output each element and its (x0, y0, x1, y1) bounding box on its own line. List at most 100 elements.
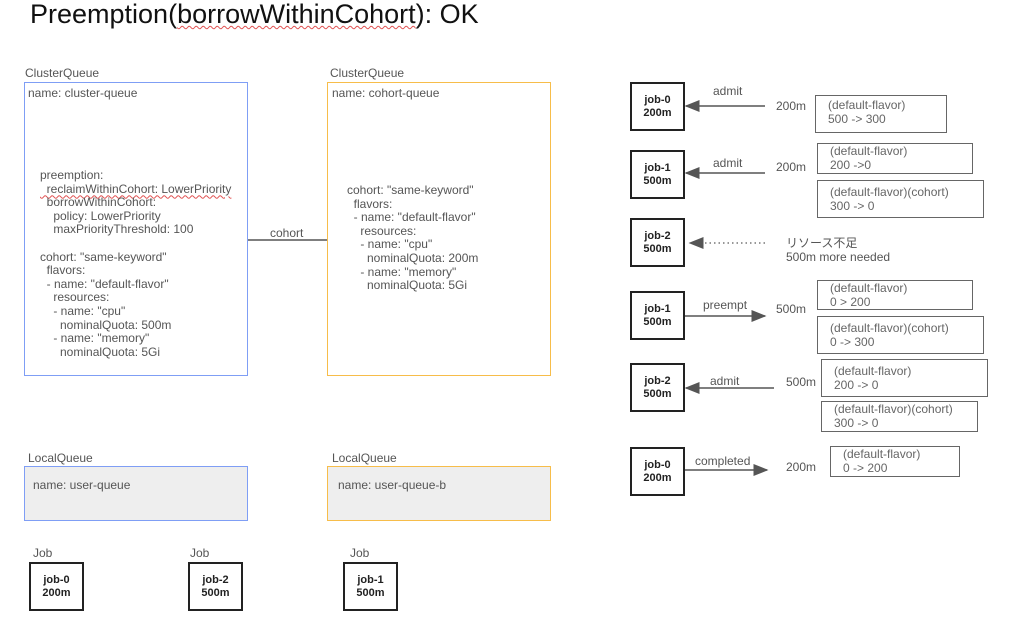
spec-line: cohort: "same-keyword" (40, 249, 167, 264)
spec-line: - name: "default-flavor" (347, 210, 476, 225)
quota-state: (default-flavor)200 -> 0 (821, 359, 988, 397)
job-name: job-0 (644, 458, 671, 471)
job-label: Job (190, 546, 210, 560)
quota-state: (default-flavor)(cohort)0 -> 300 (817, 316, 984, 354)
action-label: admit (713, 156, 743, 170)
spec-line: - name: "cpu" (40, 303, 126, 318)
state-value: 300 -> 0 (834, 416, 879, 430)
spec-line: flavors: (347, 196, 393, 211)
quota-state: (default-flavor)(cohort)300 -> 0 (821, 401, 978, 432)
amount-label: 200m (776, 160, 807, 174)
spec-line: flavors: (40, 263, 86, 278)
cluster-queue-spec: preemption: reclaimWithinCohort: LowerPr… (40, 168, 232, 359)
state-title: (default-flavor) (843, 447, 921, 461)
local-queue-user-queue[interactable]: name: user-queue (24, 466, 248, 521)
state-title: (default-flavor) (830, 144, 908, 158)
spec-line: nominalQuota: 5Gi (40, 344, 161, 359)
state-value: 0 -> 200 (843, 461, 888, 475)
local-queue-user-queue-b[interactable]: name: user-queue-b (327, 466, 551, 521)
job-label: Job (33, 546, 53, 560)
amount-label: 500m (776, 302, 807, 316)
spec-line: preemption: (40, 168, 104, 182)
spec-line: reclaimWithinCohort: LowerPriority (40, 181, 232, 196)
state-title: (default-flavor) (828, 98, 906, 112)
cohort-queue-spec: cohort: "same-keyword" flavors: - name: … (347, 183, 478, 293)
job-label: Job (350, 546, 370, 560)
state-value: 0 -> 300 (830, 335, 875, 349)
state-value: 200 ->0 (830, 158, 872, 172)
job-name: job-1 (644, 302, 671, 315)
state-title: (default-flavor)(cohort) (834, 402, 953, 416)
quota-state: (default-flavor)0 > 200 (817, 280, 973, 310)
state-title: (default-flavor)(cohort) (830, 185, 949, 199)
quota-state: (default-flavor)200 ->0 (817, 143, 973, 174)
amount-label: 200m (786, 460, 817, 474)
amount-label: 500m (786, 375, 817, 389)
state-value: 200 -> 0 (834, 378, 879, 392)
spec-line: - name: "memory" (347, 264, 457, 279)
action-label: admit (710, 374, 740, 388)
job-cpu: 500m (643, 387, 672, 400)
spec-line: resources: (40, 290, 110, 305)
state-value: 300 -> 0 (830, 199, 875, 213)
action-label: admit (713, 84, 743, 98)
action-label: completed (695, 454, 751, 468)
amount-label: 200m (776, 99, 807, 113)
spec-line (40, 237, 231, 251)
cluster-queue-box[interactable]: name: cluster-queue preemption: reclaimW… (24, 82, 248, 376)
spec-line: policy: LowerPriority (40, 208, 161, 223)
title-prefix: Preemption( (30, 0, 178, 29)
quota-state: (default-flavor)500 -> 300 (815, 95, 947, 133)
job-cpu: 200m (42, 586, 71, 599)
local-queue-name: name: user-queue-b (338, 478, 447, 492)
state-value: 500 -> 300 (828, 112, 886, 126)
job-name: job-0 (43, 573, 70, 586)
job-name: job-2 (644, 374, 671, 387)
spec-line: - name: "memory" (40, 331, 150, 346)
job-name: job-2 (644, 229, 671, 242)
job-cpu: 500m (643, 174, 672, 187)
spec-line: - name: "cpu" (347, 237, 433, 252)
cohort-link-label: cohort (270, 226, 304, 240)
job-cpu: 500m (643, 242, 672, 255)
job-name: job-2 (202, 573, 229, 586)
cohort-queue-name: name: cohort-queue (332, 86, 440, 100)
cluster-queue-name: name: cluster-queue (28, 86, 138, 100)
state-title: (default-flavor) (834, 364, 912, 378)
spec-line: - name: "default-flavor" (40, 276, 169, 291)
spec-line: maxPriorityThreshold: 100 (40, 222, 194, 237)
local-queue-label: LocalQueue (28, 451, 93, 465)
cohort-queue-box[interactable]: name: cohort-queue cohort: "same-keyword… (327, 82, 551, 376)
spec-line: nominalQuota: 5Gi (347, 278, 468, 293)
job-cpu: 200m (643, 106, 672, 119)
title-keyword: borrowWithinCohort (177, 0, 416, 29)
job-cpu: 500m (643, 315, 672, 328)
quota-state: (default-flavor)0 -> 200 (830, 446, 960, 477)
page-title: Preemption(borrowWithinCohort): OK (30, 0, 479, 30)
quota-state: (default-flavor)(cohort)300 -> 0 (817, 180, 984, 218)
spec-line: nominalQuota: 500m (40, 317, 172, 332)
job-name: job-0 (644, 93, 671, 106)
note-line: リソース不足 (786, 236, 858, 250)
local-queue-label: LocalQueue (332, 451, 397, 465)
state-title: (default-flavor) (830, 281, 908, 295)
action-label: preempt (703, 298, 748, 312)
cluster-queue-label: ClusterQueue (25, 66, 100, 80)
spec-line: borrowWithinCohort: (40, 195, 157, 210)
spec-line: cohort: "same-keyword" (347, 183, 474, 197)
note-line: 500m more needed (786, 250, 891, 264)
job-name: job-1 (644, 161, 671, 174)
state-value: 0 > 200 (830, 295, 871, 309)
job-cpu: 200m (643, 471, 672, 484)
job-cpu: 500m (201, 586, 230, 599)
